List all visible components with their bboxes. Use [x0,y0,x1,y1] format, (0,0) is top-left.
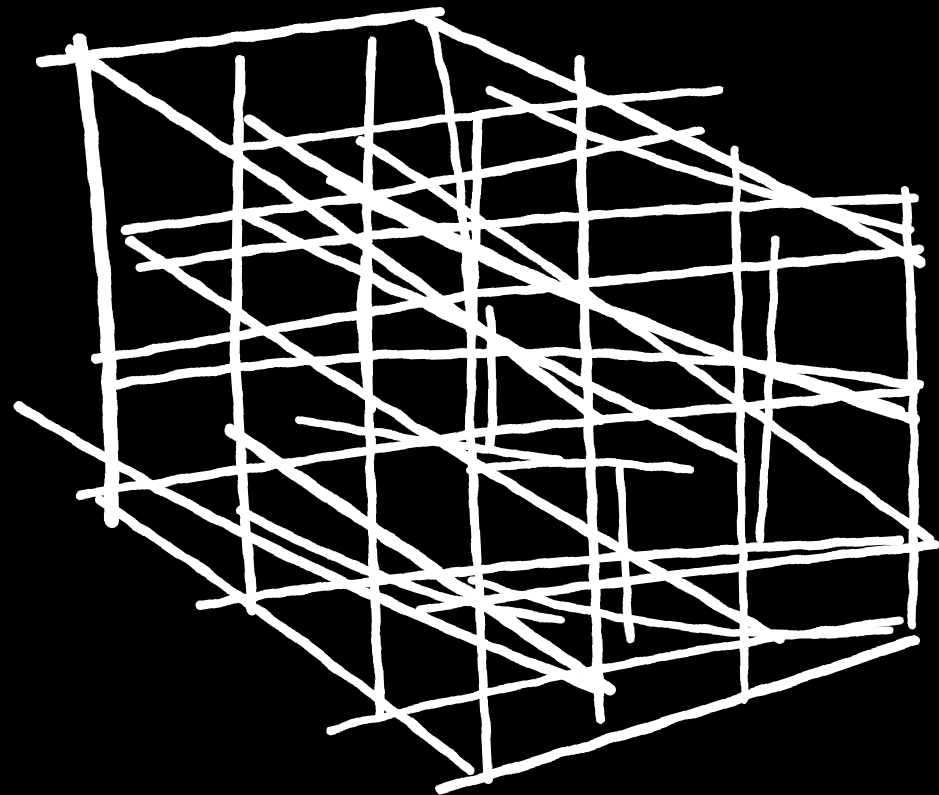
sketch-stroke-top-front-edge-echo [43,10,443,60]
sketch-stroke-inner-vertical-2 [490,310,493,445]
sketch-stroke-top-front-edge [40,12,440,62]
sketch-stroke-bottom-left-front-edge [100,500,470,770]
